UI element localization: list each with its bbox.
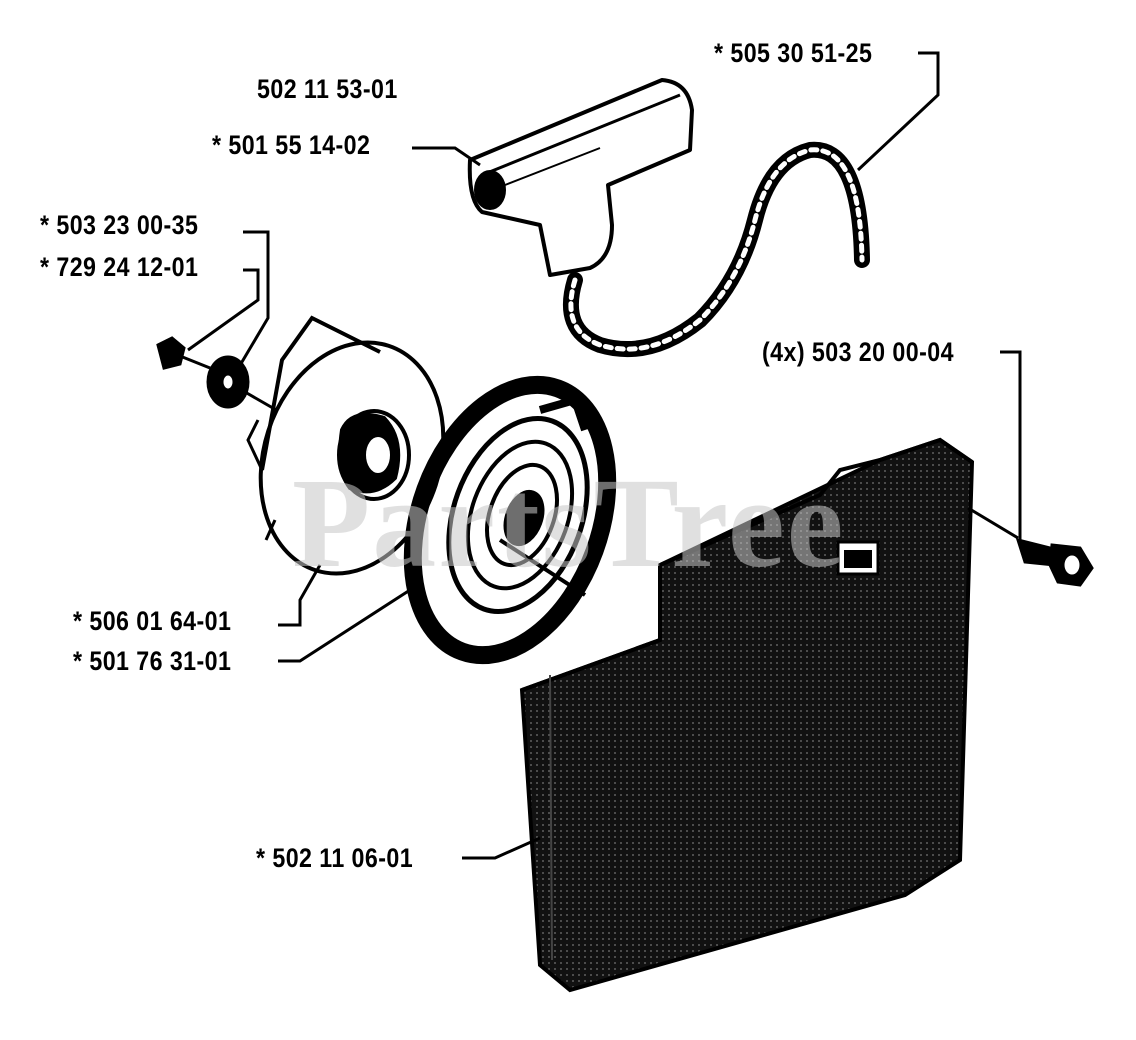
leader-lines bbox=[187, 51, 1022, 860]
starter-pulley bbox=[246, 315, 446, 576]
housing-bolt bbox=[967, 506, 1094, 587]
starter-rope bbox=[562, 141, 870, 358]
screw-and-washer bbox=[156, 336, 286, 417]
label-housing: * 502 11 06-01 bbox=[256, 843, 414, 873]
starter-housing bbox=[519, 437, 975, 993]
label-screws-4x: (4x) 503 20 00-04 bbox=[762, 337, 954, 367]
label-pulley: * 506 01 64-01 bbox=[73, 606, 232, 636]
watermark: PartsTree bbox=[292, 452, 846, 594]
label-starter-assembly: 502 11 53-01 bbox=[257, 74, 398, 104]
label-washer: * 503 23 00-35 bbox=[40, 210, 199, 240]
starter-handle bbox=[467, 78, 694, 277]
recoil-spring bbox=[403, 375, 617, 665]
label-spring: * 501 76 31-01 bbox=[73, 646, 232, 676]
label-rope: * 505 30 51-25 bbox=[714, 38, 873, 68]
label-handle: * 501 55 14-02 bbox=[212, 130, 371, 160]
label-screw: * 729 24 12-01 bbox=[40, 252, 199, 282]
